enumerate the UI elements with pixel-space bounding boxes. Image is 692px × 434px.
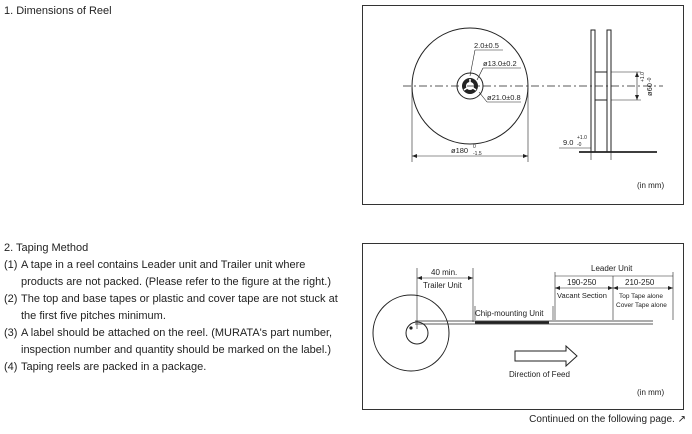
dim-reel-dia-tol-lower: -1.5 — [473, 151, 482, 157]
reel-dimensions-figure: 2.0±0.5 ø13.0±0.2 ø21.0±0.8 ø180 0 -1.5 … — [362, 5, 684, 205]
leader-unit-label: Leader Unit — [591, 264, 633, 273]
dim-reel-dia-tol-upper: 0 — [473, 144, 476, 150]
reel-circle — [372, 294, 450, 372]
dim-flange-tol-upper: +1.0 — [640, 72, 646, 82]
vacant-section-label: Vacant Section — [557, 291, 607, 300]
list-item-number: (3) — [4, 327, 18, 339]
dim-trailer-length: 40 min. — [431, 268, 457, 277]
trailer-unit-label: Trailer Unit — [423, 281, 463, 290]
dim-hub-dia: ø13.0±0.2 — [483, 59, 517, 68]
taping-method-diagram: 40 min. Trailer Unit Chip-mounting Unit … — [372, 264, 674, 397]
list-item-text: Taping reels are packed in a package. — [21, 361, 207, 373]
dim-top-length: 210-250 — [625, 278, 655, 287]
arrow-ne-icon: ↗ — [677, 414, 686, 425]
continued-note: Continued on the following page. ↗ — [529, 414, 686, 425]
taping-method-figure: 40 min. Trailer Unit Chip-mounting Unit … — [362, 243, 684, 410]
dim-width: 9.0 — [563, 138, 573, 147]
list-item: (3) A label should be attached on the re… — [4, 325, 344, 359]
section-title-reel-dimensions: 1. Dimensions of Reel — [4, 5, 112, 17]
taping-method-list: (1) A tape in a reel contains Leader uni… — [4, 257, 344, 376]
chip-mounting-unit-label: Chip-mounting Unit — [475, 309, 544, 318]
list-item-number: (1) — [4, 259, 18, 271]
dim-width-tol-upper: +1.0 — [577, 135, 587, 141]
list-item-text: A tape in a reel contains Leader unit an… — [21, 259, 332, 288]
list-item-number: (2) — [4, 293, 18, 305]
dim-flange-dia: ø60 — [645, 83, 654, 96]
list-item: (4) Taping reels are packed in a package… — [4, 359, 344, 376]
list-item: (1) A tape in a reel contains Leader uni… — [4, 257, 344, 291]
list-item-text: The top and base tapes or plastic and co… — [21, 293, 338, 322]
dim-width-tol-lower: -0 — [577, 142, 582, 148]
reel-side-flange-right — [606, 29, 612, 153]
dim-vacant-length: 190-250 — [567, 278, 597, 287]
section-title-taping-method: 2. Taping Method — [4, 242, 89, 254]
top-tape-alone-label: Top Tape alone — [619, 293, 663, 300]
list-item-text: A label should be attached on the reel. … — [21, 327, 333, 356]
cover-tape-alone-label: Cover Tape alone — [616, 302, 667, 309]
direction-of-feed-label: Direction of Feed — [509, 370, 570, 379]
hub-spokes-icon — [463, 79, 477, 91]
unit-label-reel: (in mm) — [637, 181, 664, 190]
list-item: (2) The top and base tapes or plastic an… — [4, 291, 344, 325]
unit-label-taping: (in mm) — [637, 388, 664, 397]
dim-inner-dia: ø21.0±0.8 — [487, 93, 521, 102]
feed-arrow-icon — [514, 344, 578, 368]
continued-text: Continued on the following page. — [529, 414, 675, 425]
dim-flange-tol-lower: -0 — [647, 77, 653, 82]
dim-reel-dia: ø180 — [451, 146, 468, 155]
list-item-number: (4) — [4, 361, 18, 373]
dim-hub-slot: 2.0±0.5 — [474, 41, 499, 50]
reel-dimensions-diagram: 2.0±0.5 ø13.0±0.2 ø21.0±0.8 ø180 0 -1.5 … — [403, 27, 664, 190]
reel-side-flange-left — [590, 29, 596, 153]
